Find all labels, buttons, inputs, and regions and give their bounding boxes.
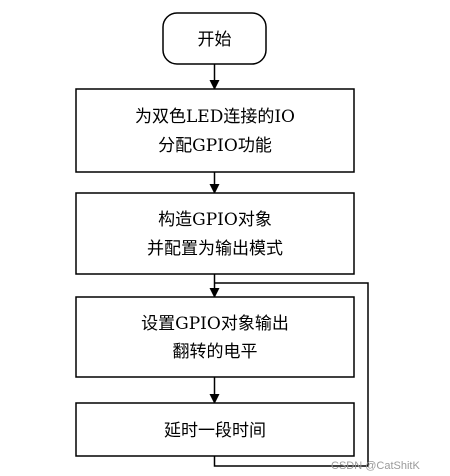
process-node-construct-gpio-line2: 并配置为输出模式 <box>147 239 283 259</box>
loop-back-connector <box>213 282 369 467</box>
process-node-set-output-line1: 设置GPIO对象输出 <box>141 314 289 334</box>
watermark: CSDN @CatShitK <box>331 460 420 472</box>
process-node-assign-gpio-line1: 为双色LED连接的IO <box>135 107 295 127</box>
process-node-assign-gpio-line2: 分配GPIO功能 <box>158 136 272 156</box>
process-node-construct-gpio <box>75 192 355 275</box>
process-node-delay-label: 延时一段时间 <box>164 421 266 441</box>
process-node-set-output-line2: 翻转的电平 <box>173 342 258 362</box>
start-node-label: 开始 <box>198 30 232 50</box>
process-node-assign-gpio <box>75 88 355 173</box>
process-node-construct-gpio-line1: 构造GPIO对象 <box>158 210 272 230</box>
process-node-set-output <box>75 296 355 378</box>
